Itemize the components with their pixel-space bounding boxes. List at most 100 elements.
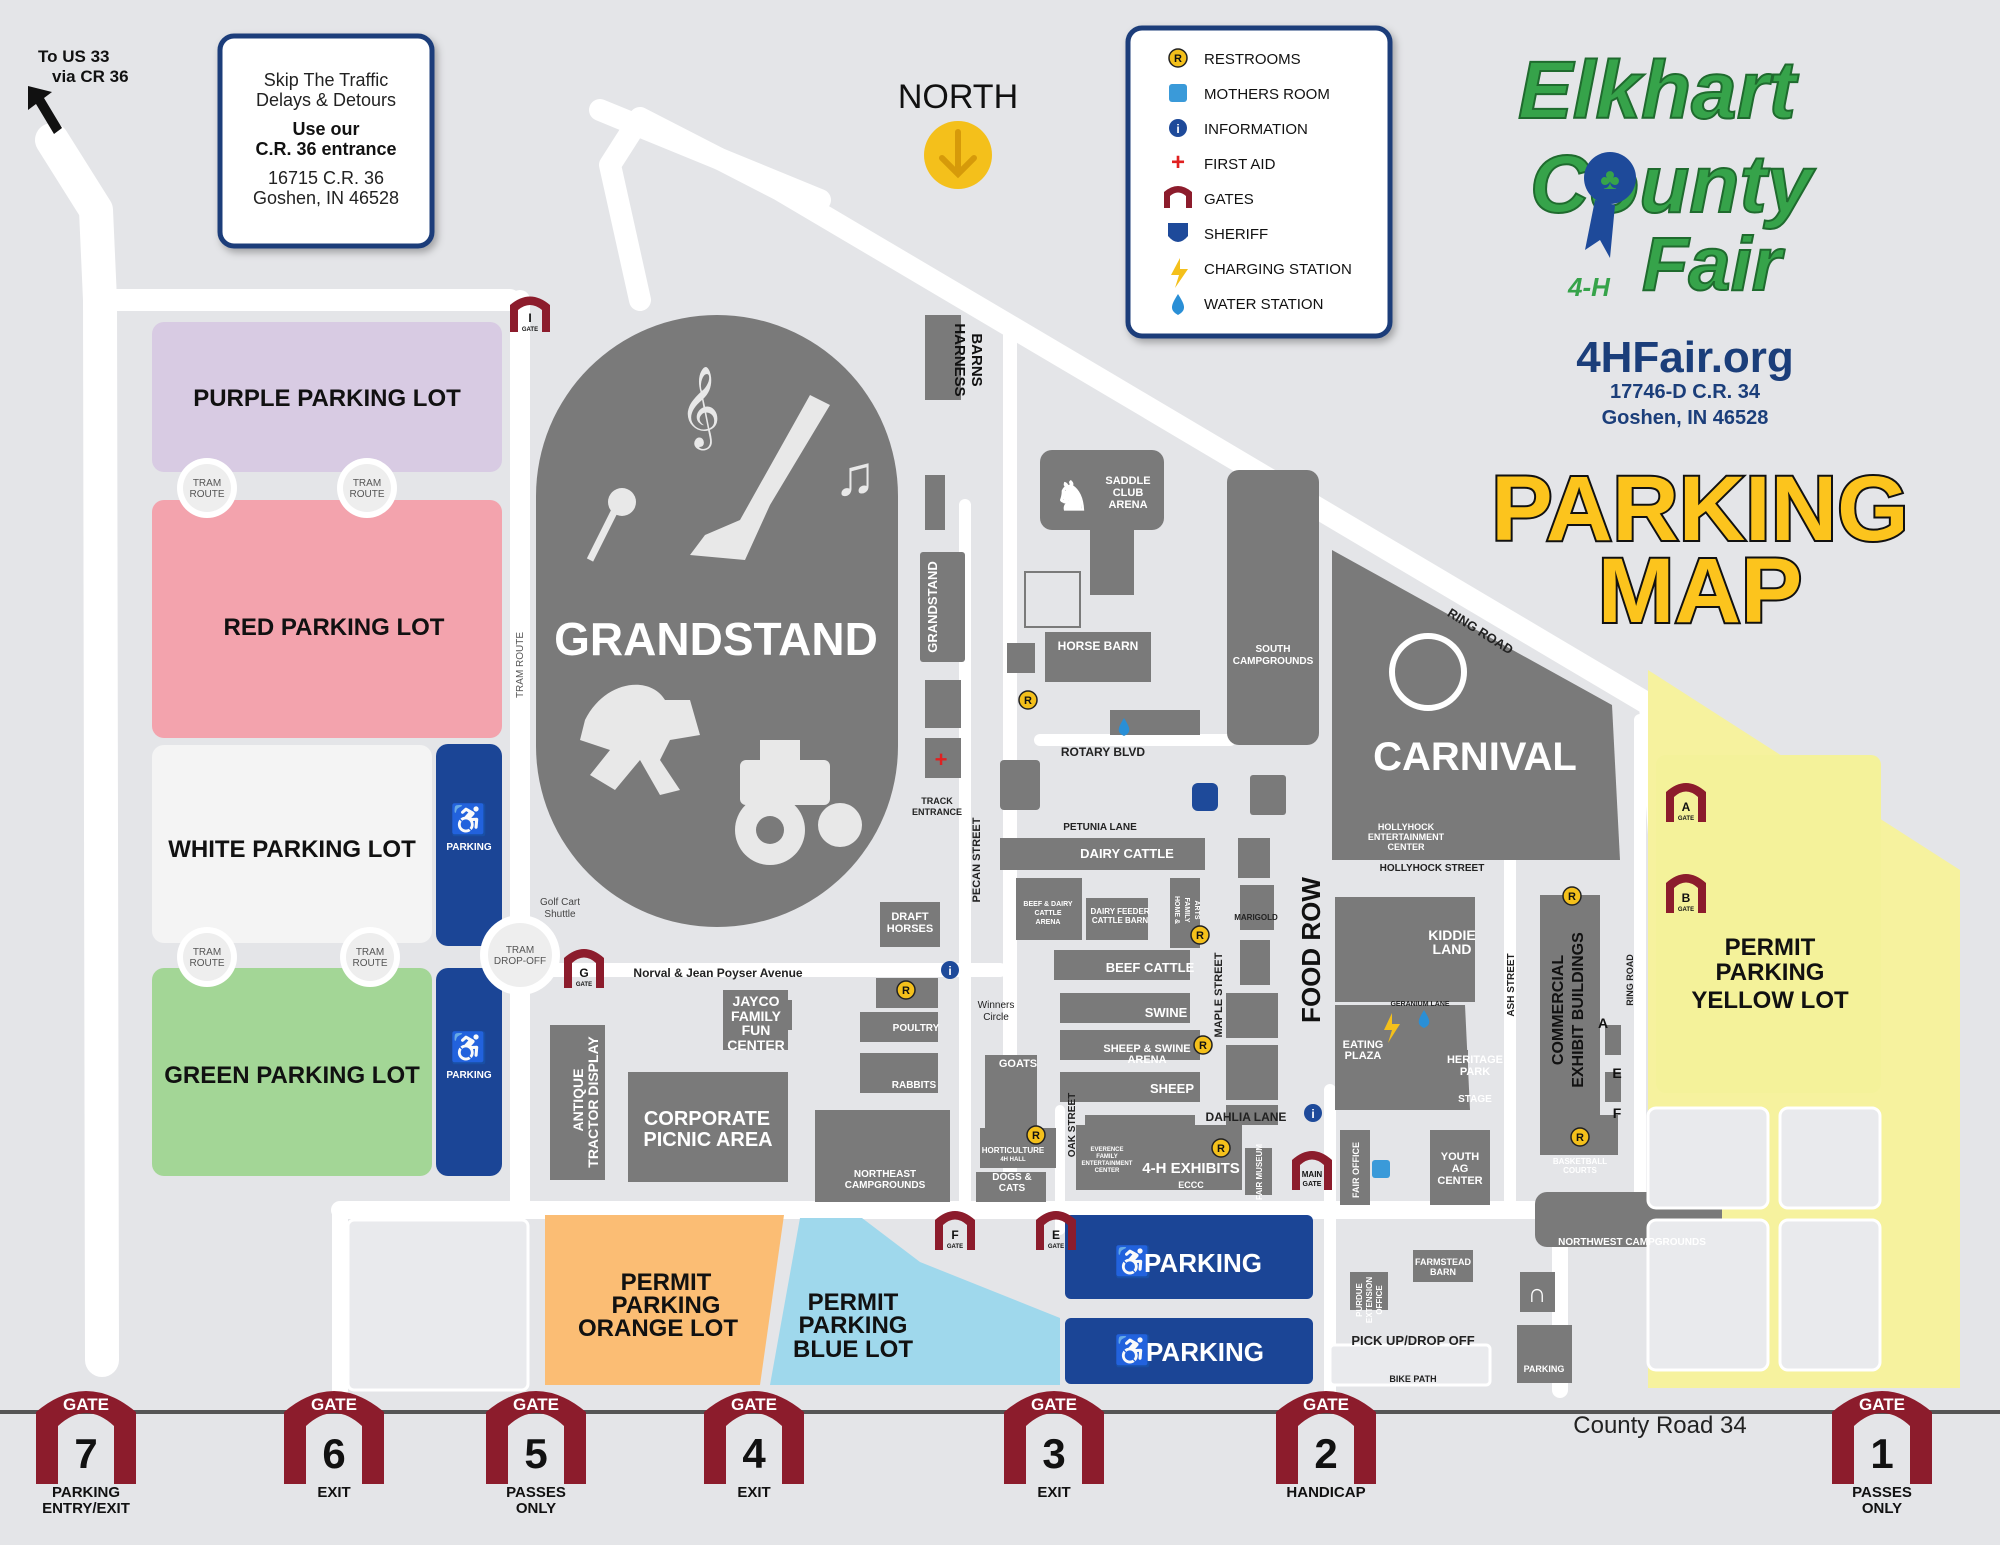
info-icon[interactable]	[941, 961, 959, 979]
svg-text:R: R	[1217, 1143, 1225, 1155]
svg-text:4-H: 4-H	[1567, 272, 1611, 302]
svg-text:TRAM: TRAM	[193, 947, 221, 958]
svg-text:4-H EXHIBITS: 4-H EXHIBITS	[1142, 1160, 1240, 1177]
sheriff-icon[interactable]	[1192, 783, 1218, 811]
svg-text:PURDUE: PURDUE	[1355, 1282, 1364, 1316]
svg-text:HORTICULTURE: HORTICULTURE	[982, 1146, 1045, 1155]
svg-text:PICNIC AREA: PICNIC AREA	[643, 1129, 772, 1151]
red-parking-lot[interactable]	[152, 500, 502, 738]
svg-text:DAIRY FEEDER: DAIRY FEEDER	[1090, 907, 1149, 916]
svg-text:CLUB: CLUB	[1113, 487, 1144, 499]
white-lot-label: WHITE PARKING LOT	[168, 836, 416, 863]
horse-icon: ♞	[1054, 475, 1090, 519]
svg-text:FARMSTEAD: FARMSTEAD	[1415, 1257, 1472, 1267]
svg-text:R: R	[1196, 930, 1204, 942]
svg-text:R: R	[902, 985, 910, 997]
charging-icon[interactable]	[1384, 1013, 1400, 1043]
svg-text:BASKETBALL: BASKETBALL	[1553, 1157, 1607, 1166]
svg-text:ROUTE: ROUTE	[190, 489, 225, 500]
restroom-icon[interactable]	[896, 980, 916, 1000]
svg-text:TRACTOR DISPLAY: TRACTOR DISPLAY	[585, 1036, 601, 1168]
green-parking-lot[interactable]	[152, 968, 432, 1176]
svg-text:SOUTH: SOUTH	[1256, 644, 1291, 655]
svg-text:ROUTE: ROUTE	[353, 958, 388, 969]
ferris-wheel-icon	[1389, 633, 1467, 711]
gate-5[interactable]: GATE 5 PASSES ONLY	[486, 1391, 586, 1517]
svg-text:NORTHEAST: NORTHEAST	[854, 1169, 916, 1180]
orange-permit-lot[interactable]	[545, 1215, 784, 1385]
gate-3[interactable]: GATE 3 EXIT	[1004, 1391, 1104, 1501]
water-icon[interactable]	[1118, 718, 1130, 736]
fair-logo: Elkhart County Fair 4-H ♣	[1517, 44, 1818, 308]
restroom-icon[interactable]	[1570, 1127, 1590, 1147]
first-aid-icon[interactable]: +	[935, 747, 948, 772]
svg-text:HOLLYHOCK: HOLLYHOCK	[1378, 822, 1435, 832]
gate-7[interactable]: GATE 7 PARKING ENTRY/EXIT	[36, 1391, 136, 1517]
svg-text:PECAN STREET: PECAN STREET	[971, 817, 983, 902]
svg-text:ENTRANCE: ENTRANCE	[912, 807, 962, 817]
svg-text:YOUTH: YOUTH	[1441, 1151, 1480, 1163]
gate-main[interactable]: MAIN GATE	[1292, 1151, 1332, 1190]
accessible-parking-west-2[interactable]	[436, 968, 502, 1176]
gate-2[interactable]: GATE 2 HANDICAP	[1276, 1391, 1376, 1501]
info-icon[interactable]	[1304, 1104, 1322, 1122]
parking-map-title: PARKING MAP	[1489, 456, 1910, 644]
gate-a[interactable]: A GATE	[1666, 783, 1706, 822]
restroom-icon[interactable]	[1193, 1035, 1213, 1055]
svg-text:ARENA: ARENA	[1036, 919, 1061, 926]
svg-text:BIKE PATH: BIKE PATH	[1389, 1374, 1436, 1384]
svg-text:17746-D C.R. 34: 17746-D C.R. 34	[1610, 381, 1761, 403]
accessible-parking-west-1[interactable]	[436, 744, 502, 946]
accessible-parking-east-2[interactable]	[1065, 1318, 1313, 1384]
svg-text:SADDLE: SADDLE	[1105, 475, 1150, 487]
accessible-parking-label: PARKING	[446, 842, 492, 853]
restroom-icon[interactable]	[1026, 1125, 1046, 1145]
gate-b[interactable]: B GATE	[1666, 874, 1706, 913]
svg-text:ANTIQUE: ANTIQUE	[570, 1069, 586, 1132]
svg-text:TRAM: TRAM	[356, 947, 384, 958]
arrow-northwest-icon	[28, 86, 62, 134]
blue-permit-lot[interactable]	[770, 1218, 1060, 1385]
gate-i[interactable]: I GATE	[510, 296, 550, 334]
svg-text:FAMILY: FAMILY	[1183, 897, 1190, 922]
website-url[interactable]: 4HFair.org	[1576, 333, 1794, 382]
svg-text:Fair: Fair	[1642, 222, 1786, 307]
mothers-room-icon[interactable]	[1372, 1160, 1390, 1178]
gate-6[interactable]: GATE 6 EXIT	[284, 1391, 384, 1501]
gate-4[interactable]: GATE 4 EXIT	[704, 1391, 804, 1501]
legend-label-charging: CHARGING STATION	[1204, 261, 1352, 278]
yellow-lot-label-1: PERMIT	[1725, 934, 1816, 961]
gate-e[interactable]: E GATE	[1036, 1211, 1076, 1250]
svg-text:CATTLE BARN: CATTLE BARN	[1092, 916, 1149, 925]
accessible-parking-east-1[interactable]	[1065, 1215, 1313, 1299]
svg-text:CATTLE: CATTLE	[1034, 910, 1061, 917]
carnival-area[interactable]	[1332, 550, 1620, 860]
svg-text:FAMILY: FAMILY	[731, 1008, 782, 1024]
water-icon[interactable]	[1418, 1010, 1430, 1028]
svg-text:i: i	[1311, 1107, 1314, 1121]
svg-text:DAIRY CATTLE: DAIRY CATTLE	[1080, 846, 1174, 861]
green-lot-label: GREEN PARKING LOT	[164, 1062, 420, 1089]
restroom-icon[interactable]	[1211, 1138, 1231, 1158]
sheriff-icon	[1168, 223, 1188, 242]
gate-1[interactable]: GATE 1 PASSES ONLY	[1832, 1391, 1932, 1517]
svg-text:5: 5	[524, 1430, 547, 1477]
svg-text:PLAZA: PLAZA	[1345, 1050, 1382, 1062]
restroom-icon[interactable]	[1562, 886, 1582, 906]
svg-text:ENTRY/EXIT: ENTRY/EXIT	[42, 1500, 130, 1517]
map-labels: PURPLE PARKING LOT RED PARKING LOT WHITE…	[164, 323, 1849, 1374]
gate-g[interactable]: G GATE	[564, 949, 604, 988]
svg-text:Delays & Detours: Delays & Detours	[256, 90, 396, 110]
restroom-icon[interactable]	[1190, 925, 1210, 945]
horseshoe-icon: ∩	[1528, 1278, 1547, 1308]
svg-text:1: 1	[1870, 1430, 1893, 1477]
gate-f[interactable]: F GATE	[935, 1211, 975, 1250]
svg-text:PARKING: PARKING	[612, 1292, 721, 1319]
white-parking-lot[interactable]	[152, 745, 432, 943]
restroom-icon[interactable]	[1018, 690, 1038, 710]
purple-parking-lot[interactable]	[152, 322, 502, 472]
tram-dropoff-label: TRAM	[506, 945, 534, 956]
gate-icon	[1164, 186, 1192, 208]
svg-text:ECCC: ECCC	[1178, 1180, 1204, 1190]
svg-text:i: i	[948, 964, 951, 978]
